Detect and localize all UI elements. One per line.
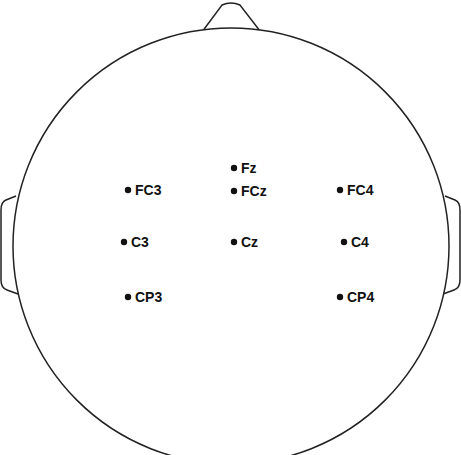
electrode-label: FC3 [135, 181, 161, 199]
electrode-dots [121, 165, 347, 300]
electrode-label: CP3 [135, 288, 162, 306]
electrode-label: C3 [131, 233, 149, 251]
electrode-label: FC4 [347, 181, 373, 199]
scalp-circle [13, 28, 449, 455]
electrode-label: CP4 [347, 288, 374, 306]
electrode-label: Fz [241, 159, 257, 177]
electrode-label: Cz [241, 233, 258, 251]
electrode-label: C4 [351, 233, 369, 251]
electrode-label: FCz [241, 182, 267, 200]
